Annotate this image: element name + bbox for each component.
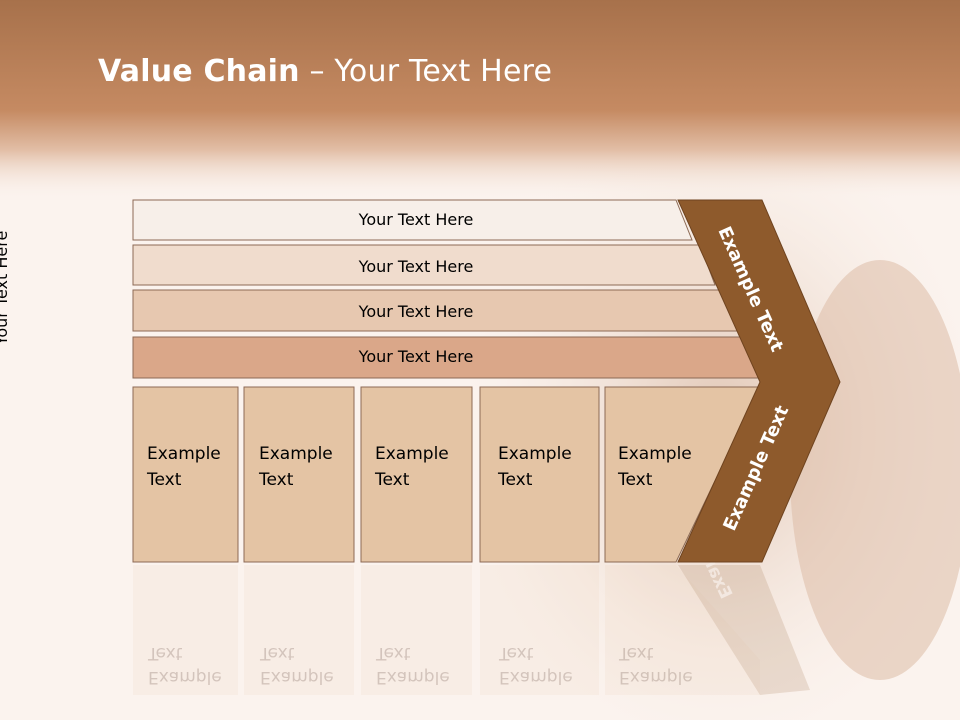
box-5-line-1: Example — [618, 444, 692, 464]
row-3-label: Your Text Here — [358, 302, 474, 321]
box-5-line-2: Text — [617, 470, 653, 490]
svg-text:Example: Example — [260, 667, 334, 687]
row-1 — [132, 199, 693, 241]
svg-text:Example: Example — [376, 667, 450, 687]
page-title: Value Chain – Your Text Here — [98, 54, 553, 89]
svg-text:Text: Text — [375, 643, 411, 663]
box-2 — [243, 386, 355, 563]
box-2-line-1: Example — [259, 444, 333, 464]
box-4 — [479, 386, 600, 563]
svg-text:Text: Text — [618, 643, 654, 663]
row-1-label: Your Text Here — [358, 210, 474, 229]
row-2 — [132, 244, 716, 286]
box-4-line-1: Example — [498, 444, 572, 464]
rows: Your Text Here Your Text Here Your Text … — [132, 199, 764, 379]
row-2-label: Your Text Here — [358, 257, 474, 276]
box-1-line-2: Text — [146, 470, 182, 490]
box-1 — [132, 386, 239, 563]
svg-text:Example: Example — [148, 667, 222, 687]
chevron-arrow: Example Text Example Text — [677, 199, 841, 563]
box-3 — [360, 386, 473, 563]
box-5 — [604, 386, 761, 563]
row-4-label: Your Text Here — [358, 347, 474, 366]
side-label: Your Text Here — [0, 230, 11, 346]
chevron-shape — [677, 199, 841, 563]
box-2-line-2: Text — [258, 470, 294, 490]
svg-text:Text: Text — [498, 643, 534, 663]
box-3-line-1: Example — [375, 444, 449, 464]
header-band — [0, 0, 960, 200]
box-4-line-2: Text — [497, 470, 533, 490]
box-3-line-2: Text — [374, 470, 410, 490]
svg-text:Example: Example — [619, 667, 693, 687]
box-1-line-1: Example — [147, 444, 221, 464]
svg-text:Text: Text — [259, 643, 295, 663]
svg-text:Text: Text — [147, 643, 183, 663]
svg-text:Example: Example — [499, 667, 573, 687]
boxes: Example Text Example Text Example Text E… — [132, 386, 761, 563]
